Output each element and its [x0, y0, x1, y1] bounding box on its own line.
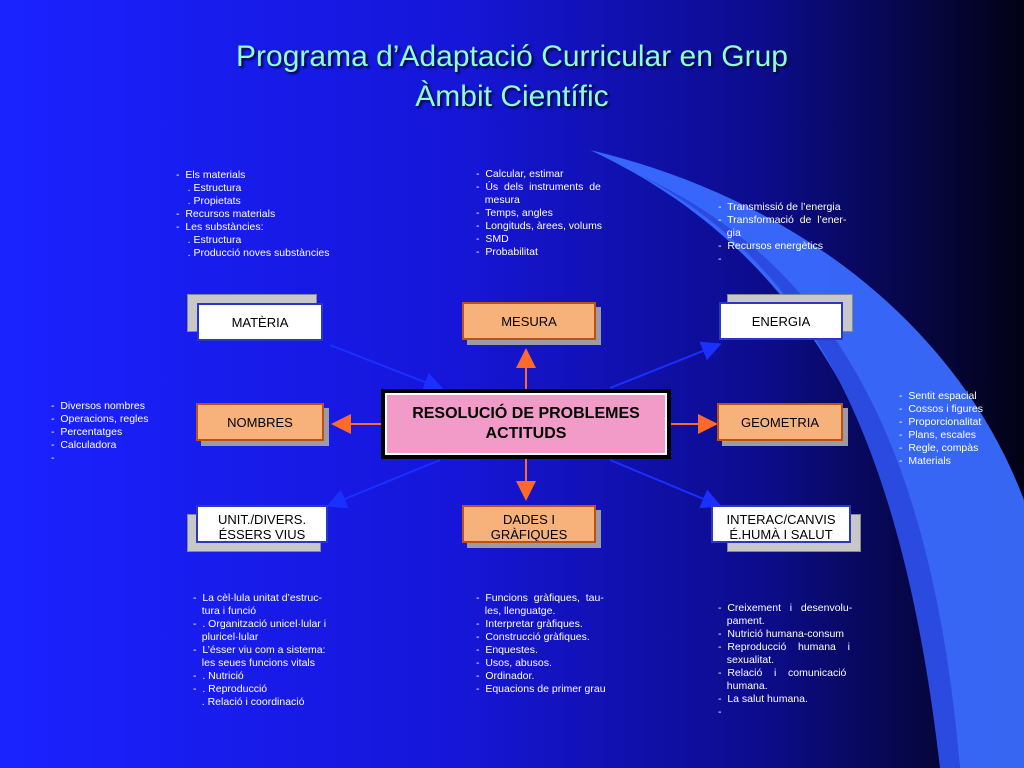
interac-label-line1: INTERAC/CANVIS	[726, 512, 836, 527]
note-materia: - Els materials . Estructura . Propietat…	[176, 169, 330, 259]
note-geometria: - Sentit espacial - Cossos i figures - P…	[899, 390, 984, 467]
center-line1: RESOLUCIÓ DE PROBLEMES	[412, 405, 640, 422]
mesura-box[interactable]: MESURA	[462, 302, 596, 340]
materia-label: MATÈRIA	[231, 314, 289, 330]
note-energia: - Transmissió de l’energia - Transformac…	[718, 201, 847, 265]
nombres-box[interactable]: NOMBRES	[196, 403, 324, 441]
interac-label-line2: É.HUMÀ I SALUT	[729, 527, 833, 542]
materia-box[interactable]: MATÈRIA	[197, 303, 323, 341]
center-inner: RESOLUCIÓ DE PROBLEMES ACTITUDS	[385, 393, 667, 455]
energia-box[interactable]: ENERGIA	[719, 302, 843, 340]
nombres-label: NOMBRES	[227, 414, 293, 430]
energia-label: ENERGIA	[751, 313, 811, 329]
mesura-label: MESURA	[501, 313, 557, 329]
center-line2: ACTITUDS	[485, 425, 567, 442]
interac-box[interactable]: INTERAC/CANVIS É.HUMÀ I SALUT	[711, 505, 851, 543]
unit-label-line1: UNIT./DIVERS.	[217, 512, 307, 527]
dades-label-line1: DADES I	[502, 511, 555, 527]
note-nombres: - Diversos nombres - Operacions, regles …	[51, 400, 149, 464]
link-energia	[609, 341, 722, 389]
center-box[interactable]: RESOLUCIÓ DE PROBLEMES ACTITUDS	[381, 389, 671, 459]
unit-box[interactable]: UNIT./DIVERS. ÉSSERS VIUS	[196, 505, 328, 543]
geometria-box[interactable]: GEOMETRIA	[717, 403, 843, 441]
link-unit	[326, 459, 441, 509]
note-mesura: - Calcular, estimar - Ús dels instrument…	[476, 168, 603, 258]
page-subtitle: Àmbit Científic	[415, 80, 609, 113]
page-title: Programa d’Adaptació Curricular en Grup	[236, 40, 788, 73]
note-dades: - Funcions gràfiques, tau- les, llenguat…	[476, 592, 606, 695]
note-interac: - Creixement i desenvolu- pament. - Nutr…	[718, 602, 853, 718]
dades-box[interactable]: DADES I GRÀFIQUES	[462, 505, 596, 543]
link-materia	[329, 344, 444, 392]
decorative-swoosh	[590, 150, 1024, 768]
dades-label-line2: GRÀFIQUES	[490, 526, 568, 542]
link-interac	[609, 459, 722, 509]
note-unit: - La cèl·lula unitat d’estruc- tura i fu…	[193, 592, 327, 708]
unit-label-line2: ÉSSERS VIUS	[218, 527, 306, 542]
decorative-swoosh-thin	[640, 175, 960, 768]
geometria-label: GEOMETRIA	[740, 414, 819, 430]
